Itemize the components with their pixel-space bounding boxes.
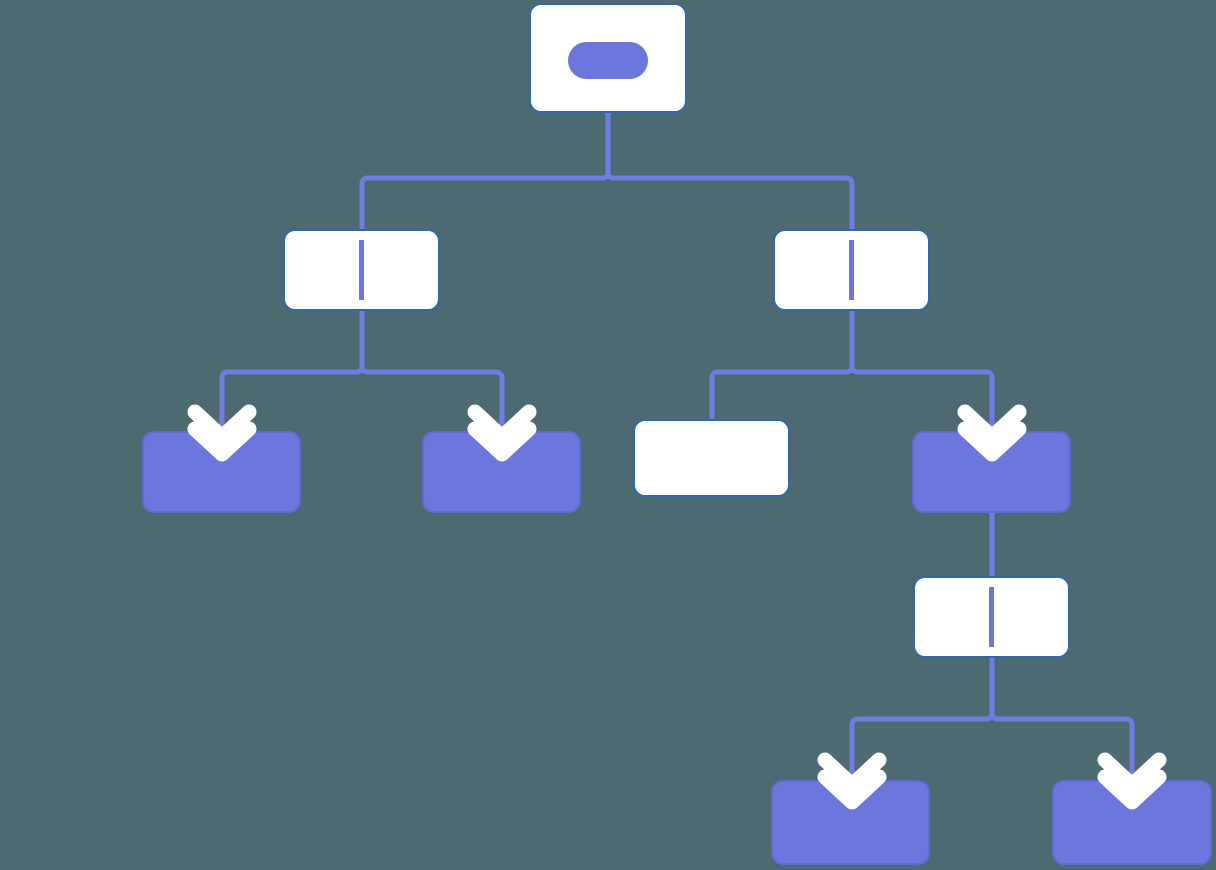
node-inner-vbar-n2 (849, 240, 854, 300)
diagram-node-n9[interactable] (1052, 780, 1212, 865)
diagram-node-n5[interactable] (633, 419, 790, 497)
node-inner-vbar-n7 (989, 587, 994, 647)
diagram-node-n6[interactable] (912, 431, 1071, 513)
node-inner-pill-n0 (568, 42, 648, 79)
diagram-node-n0[interactable] (529, 3, 687, 113)
diagram-node-n8[interactable] (771, 780, 930, 865)
diagram-node-n4[interactable] (422, 431, 581, 513)
diagram-node-n3[interactable] (142, 431, 301, 513)
node-inner-vbar-n1 (359, 240, 364, 300)
